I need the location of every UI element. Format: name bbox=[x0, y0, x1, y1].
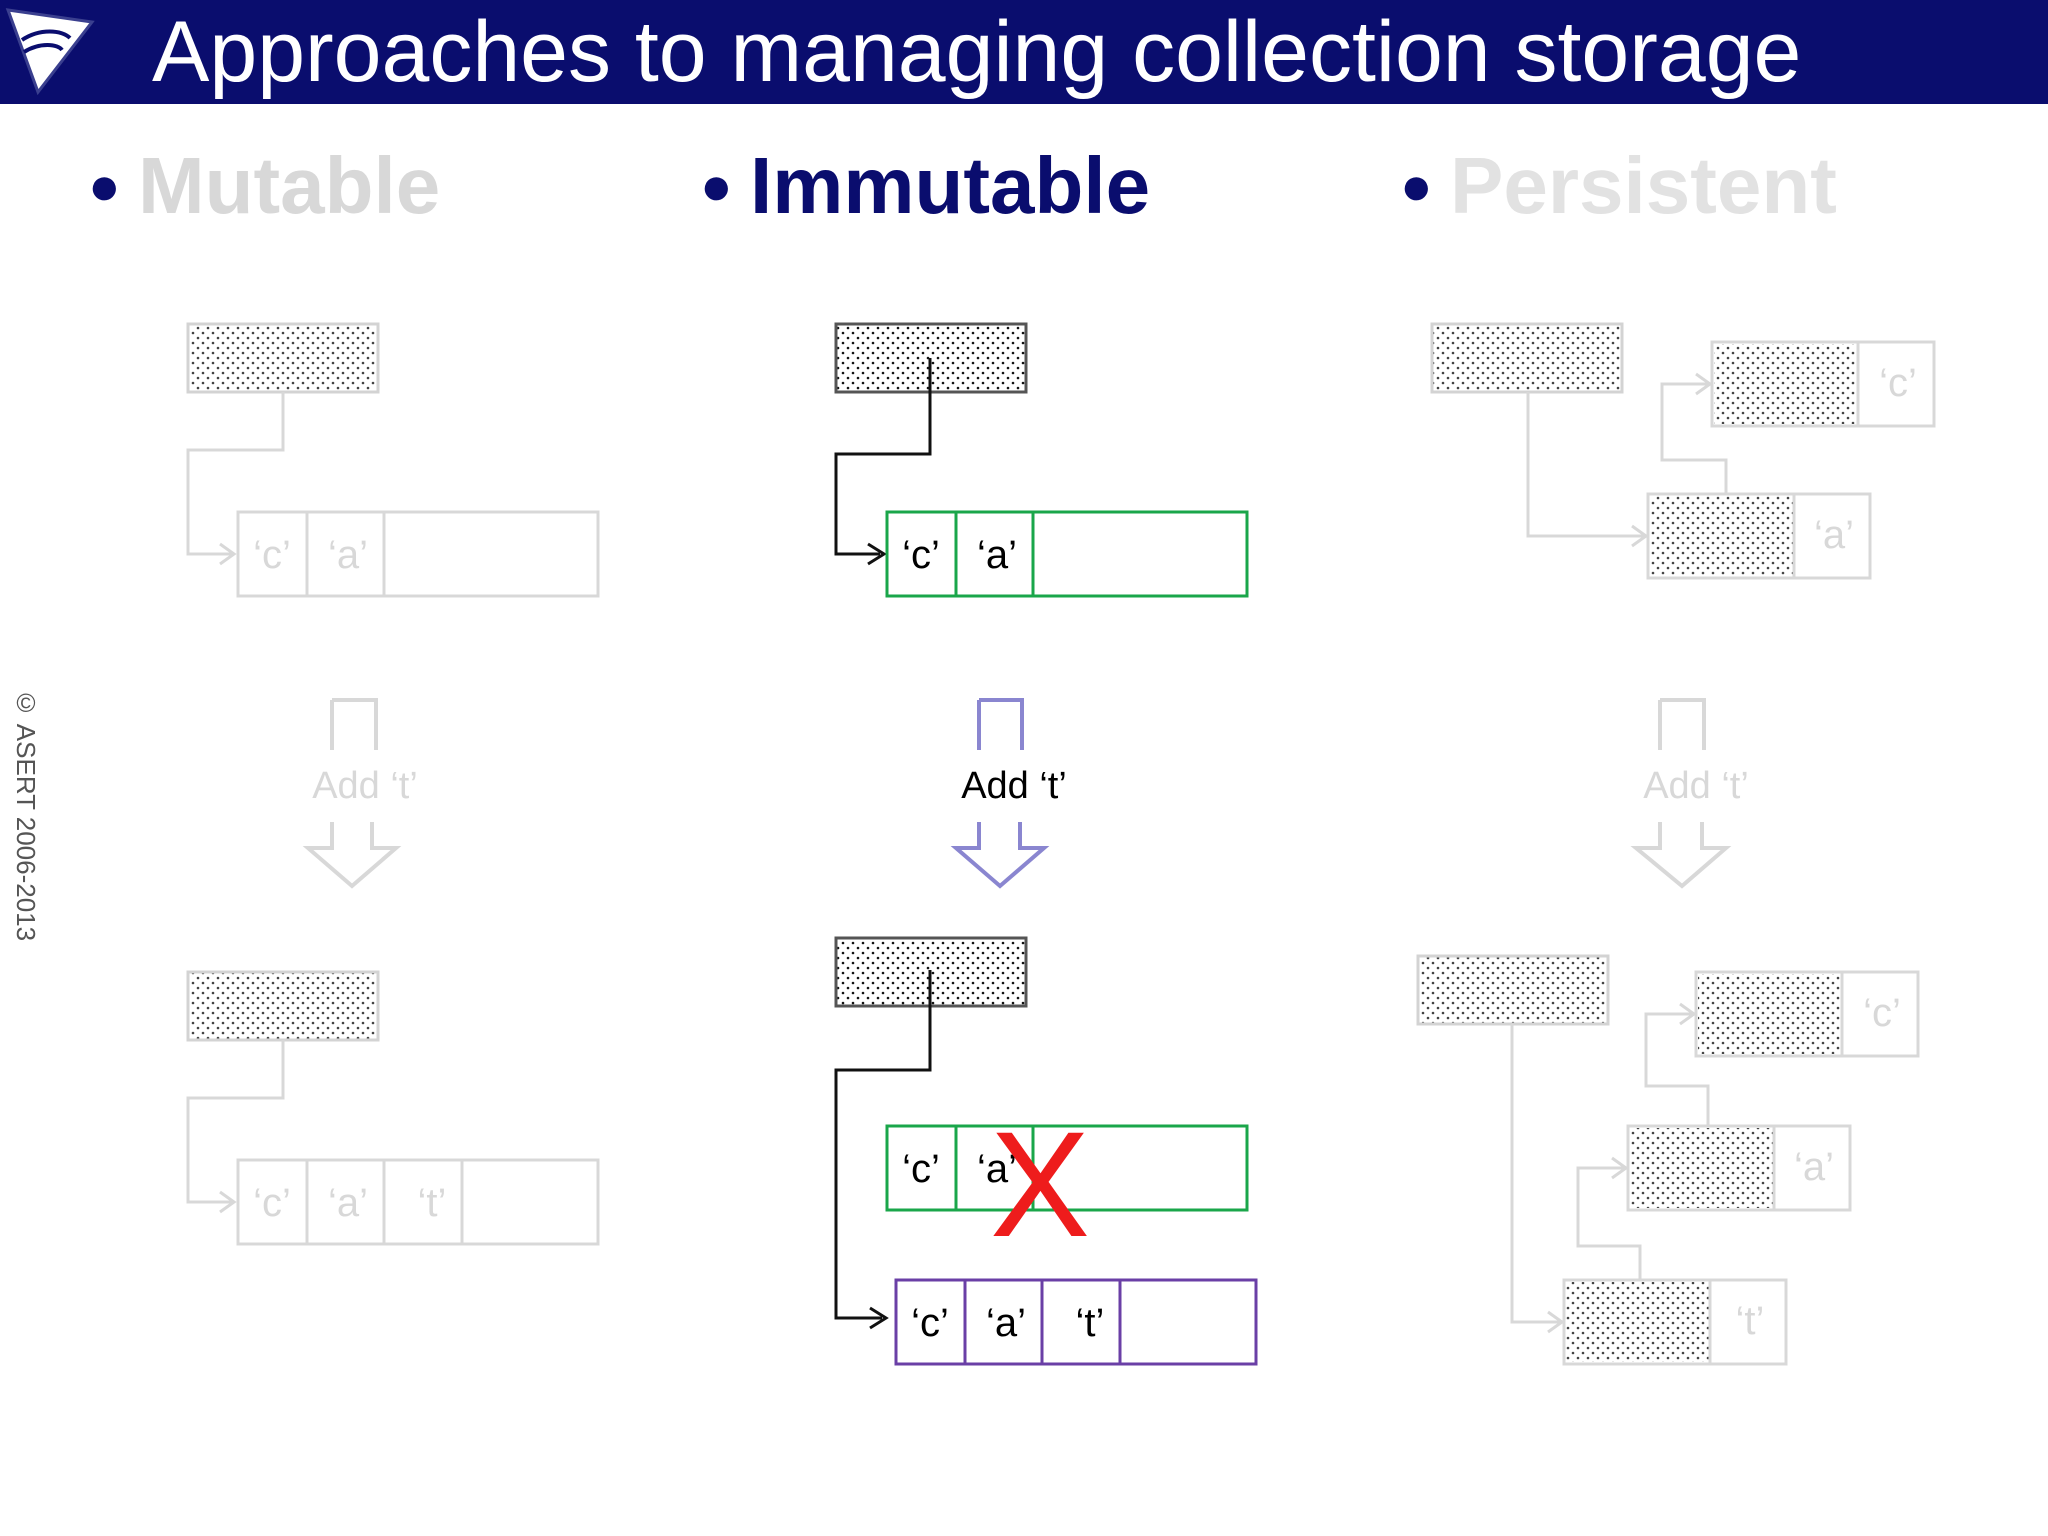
persistent-link-t-a-after bbox=[1576, 1166, 1642, 1280]
bullet-immutable-label: Immutable bbox=[750, 140, 1151, 230]
mutable-cell-after-c: ‘c’ bbox=[253, 1181, 291, 1225]
slide-title: Approaches to managing collection storag… bbox=[152, 4, 1802, 100]
immutable-old-array bbox=[885, 1124, 1249, 1212]
immutable-cell-before-c: ‘c’ bbox=[902, 533, 940, 577]
copyright-notice: © ASERT 2006-2013 bbox=[11, 688, 41, 942]
bullet-immutable: ●Immutable bbox=[700, 140, 1151, 230]
mutable-cell-after-t: ‘t’ bbox=[418, 1181, 447, 1225]
immutable-new-cell-t: ‘t’ bbox=[1076, 1301, 1105, 1345]
mutable-array-before bbox=[236, 510, 600, 598]
immutable-ref-link-after bbox=[834, 970, 932, 1320]
mutable-add-label: Add ‘t’ bbox=[312, 765, 418, 807]
title-bar: Approaches to managing collection storag… bbox=[0, 0, 2048, 104]
immutable-new-array bbox=[894, 1278, 1258, 1366]
persistent-add-label: Add ‘t’ bbox=[1643, 765, 1749, 807]
mutable-column: ‘c’ ‘a’ Add ‘t’ ‘c’ ‘a’ ‘t’ bbox=[186, 322, 600, 1246]
persistent-node-t-after-label: ‘t’ bbox=[1736, 1299, 1765, 1343]
mutable-add-arrow bbox=[302, 698, 402, 889]
immutable-new-cell-c: ‘c’ bbox=[911, 1301, 949, 1345]
bullet-mutable: ●Mutable bbox=[88, 140, 441, 230]
asert-logo bbox=[0, 0, 100, 104]
persistent-node-a-after-label: ‘a’ bbox=[1794, 1145, 1834, 1189]
persistent-node-c-after-label: ‘c’ bbox=[1863, 991, 1901, 1035]
persistent-node-c-before-label: ‘c’ bbox=[1879, 361, 1917, 405]
persistent-link-a-c-before bbox=[1660, 382, 1728, 494]
immutable-old-cell-a: ‘a’ bbox=[977, 1147, 1017, 1191]
persistent-link-ref-before bbox=[1526, 392, 1644, 538]
mutable-ref-link-before bbox=[186, 392, 285, 556]
mutable-ref-before bbox=[186, 322, 380, 394]
persistent-link-ref-after bbox=[1510, 1024, 1560, 1324]
immutable-ref-link-before bbox=[834, 358, 932, 556]
immutable-array-before bbox=[885, 510, 1249, 598]
persistent-link-a-c-after bbox=[1644, 1012, 1710, 1126]
mutable-array-after bbox=[236, 1158, 600, 1246]
immutable-add-arrow bbox=[950, 698, 1050, 889]
mutable-ref-after bbox=[186, 970, 380, 1042]
immutable-new-cell-a: ‘a’ bbox=[986, 1301, 1026, 1345]
mutable-cell-after-a: ‘a’ bbox=[328, 1181, 368, 1225]
bullet-mutable-label: Mutable bbox=[138, 140, 441, 230]
persistent-ref-after bbox=[1416, 954, 1610, 1026]
immutable-cross-mark: X bbox=[990, 1100, 1090, 1268]
bullet-persistent: ●Persistent bbox=[1400, 140, 1837, 230]
immutable-old-cell-c: ‘c’ bbox=[902, 1147, 940, 1191]
persistent-node-a-before-label: ‘a’ bbox=[1814, 513, 1854, 557]
persistent-column: ‘c’ ‘a’ Add ‘t’ ‘c’ ‘a’ ‘t’ bbox=[1416, 322, 1936, 1366]
persistent-add-arrow bbox=[1630, 698, 1732, 889]
persistent-ref-before bbox=[1430, 322, 1624, 394]
immutable-add-label: Add ‘t’ bbox=[961, 765, 1067, 807]
bullet-persistent-label: Persistent bbox=[1450, 140, 1837, 230]
mutable-cell-before-c: ‘c’ bbox=[253, 533, 291, 577]
mutable-cell-before-a: ‘a’ bbox=[328, 533, 368, 577]
immutable-cell-before-a: ‘a’ bbox=[977, 533, 1017, 577]
mutable-ref-link-after bbox=[186, 1040, 285, 1204]
immutable-column: ‘c’ ‘a’ Add ‘t’ ‘c’ ‘a’ X ‘c’ ‘a’ ‘t’ bbox=[834, 322, 1258, 1366]
